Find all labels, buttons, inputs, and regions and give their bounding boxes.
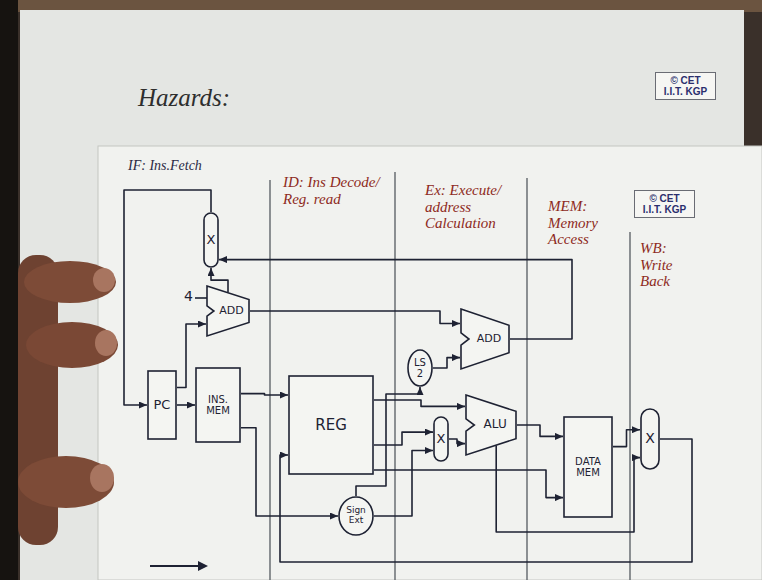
multiplexer-shape: [434, 417, 448, 461]
register-file: REG: [288, 375, 374, 475]
front-sheet: [98, 146, 762, 580]
data-wire: [449, 439, 465, 444]
node-text: INS. MEM: [197, 394, 239, 416]
node-text: PC: [154, 398, 171, 412]
shift-left-unit: LS 2: [407, 349, 433, 387]
data-wire: [219, 260, 572, 339]
page-heading: Hazards:: [138, 84, 230, 112]
program-counter: PC: [147, 370, 177, 440]
stage-label: ID: Ins Decode/ Reg. read: [283, 174, 391, 207]
stage-label: WB: Write Back: [640, 240, 690, 290]
stage-label: MEM: Memory Access: [548, 198, 612, 248]
connector-group: [124, 190, 692, 562]
multiplexer: X: [433, 416, 449, 462]
node-text: REG: [315, 417, 347, 434]
adder-shape: [461, 309, 509, 369]
node-text: ADD: [477, 333, 501, 345]
data-wire: [250, 311, 460, 324]
multiplexer: X: [203, 212, 219, 268]
instruction-memory-shape: [196, 368, 240, 442]
finger: [24, 261, 116, 303]
node-text: ALU: [484, 418, 507, 431]
adder: ADD: [460, 308, 510, 370]
stage-divider: [526, 178, 527, 580]
adder: ADD: [206, 285, 250, 337]
node-text: Sign Ext: [345, 506, 366, 526]
watermark: © CET I.I.T. KGP: [634, 190, 695, 218]
data-wire: [517, 425, 563, 436]
data-memory: DATA MEM: [563, 416, 613, 518]
node-text: X: [645, 431, 655, 446]
node-text: LS 2: [413, 357, 427, 379]
direction-arrowhead: [198, 561, 208, 571]
constant-label: 4: [184, 289, 193, 304]
data-wire: [241, 394, 288, 395]
data-wire: [374, 432, 433, 445]
fingernail: [93, 268, 115, 292]
sign-extend-unit-shape: [339, 497, 373, 535]
data-wire: [433, 358, 460, 368]
instruction-memory: INS. MEM: [195, 367, 241, 443]
node-text: X: [207, 233, 216, 247]
program-counter-shape: [148, 371, 176, 439]
finger: [26, 322, 118, 368]
fingernail: [95, 330, 117, 356]
stage-label: Ex: Execute/ address Calculation: [425, 182, 523, 232]
stage-label: IF: Ins.Fetch: [128, 158, 202, 173]
multiplexer-shape: [204, 213, 218, 267]
stage-divider: [394, 172, 395, 580]
left-strip: [0, 0, 18, 580]
register-file-shape: [289, 376, 373, 474]
thumb: [18, 456, 114, 508]
adder-shape: [207, 286, 249, 336]
stage-divider: [629, 232, 630, 580]
constant-wire: [195, 297, 207, 299]
watermark: © CET I.I.T. KGP: [655, 72, 716, 100]
stage-divider: [269, 180, 270, 580]
direction-arrow: [150, 565, 200, 567]
data-wire: [177, 404, 195, 406]
node-text: X: [437, 432, 446, 446]
alu-shape: [466, 395, 516, 455]
node-text: DATA MEM: [565, 456, 611, 478]
data-wire: [374, 400, 465, 406]
data-memory-shape: [564, 417, 612, 517]
sign-extend-unit: Sign Ext: [338, 496, 374, 536]
multiplexer: X: [640, 408, 660, 470]
node-text: ADD: [219, 305, 243, 317]
multiplexer-shape: [641, 409, 659, 469]
data-wire: [374, 470, 563, 498]
shift-left-unit-shape: [408, 350, 432, 386]
alu: ALU: [465, 394, 517, 456]
data-wire: [374, 451, 433, 517]
fingernail: [90, 464, 114, 492]
data-wire: [613, 430, 640, 447]
